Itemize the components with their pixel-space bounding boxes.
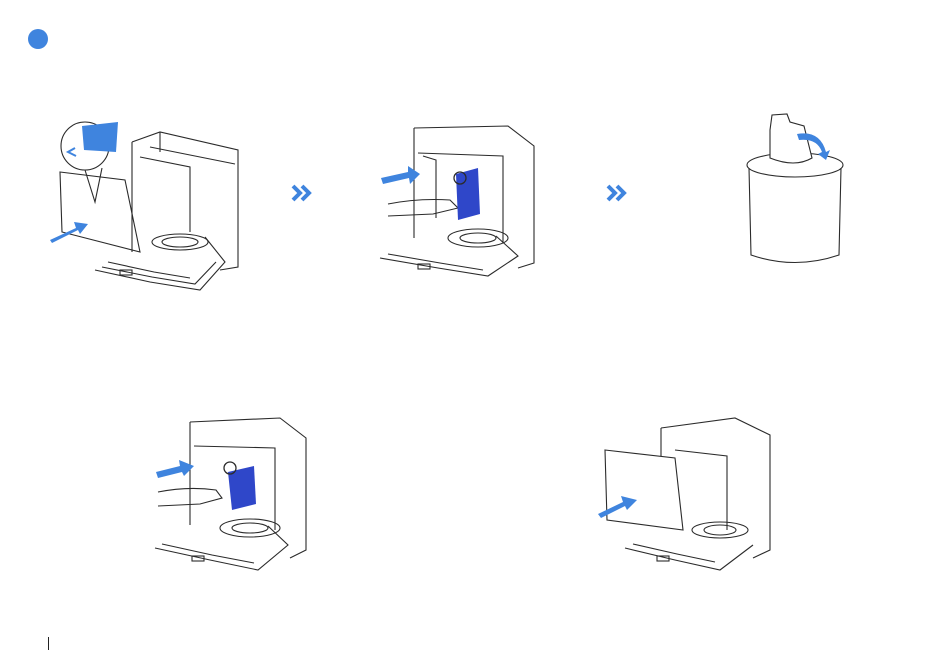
illustration-close-cover [595,410,780,578]
illustration-open-cover [40,112,250,294]
step-indicator-dot [28,29,48,49]
illustration-insert-bag [150,410,310,578]
chevron-double-right-icon [291,183,321,203]
illustration-dispose-bag [742,110,852,270]
illustration-pull-bag [378,118,558,286]
chevron-double-right-icon [606,183,636,203]
page-marker [48,637,49,650]
